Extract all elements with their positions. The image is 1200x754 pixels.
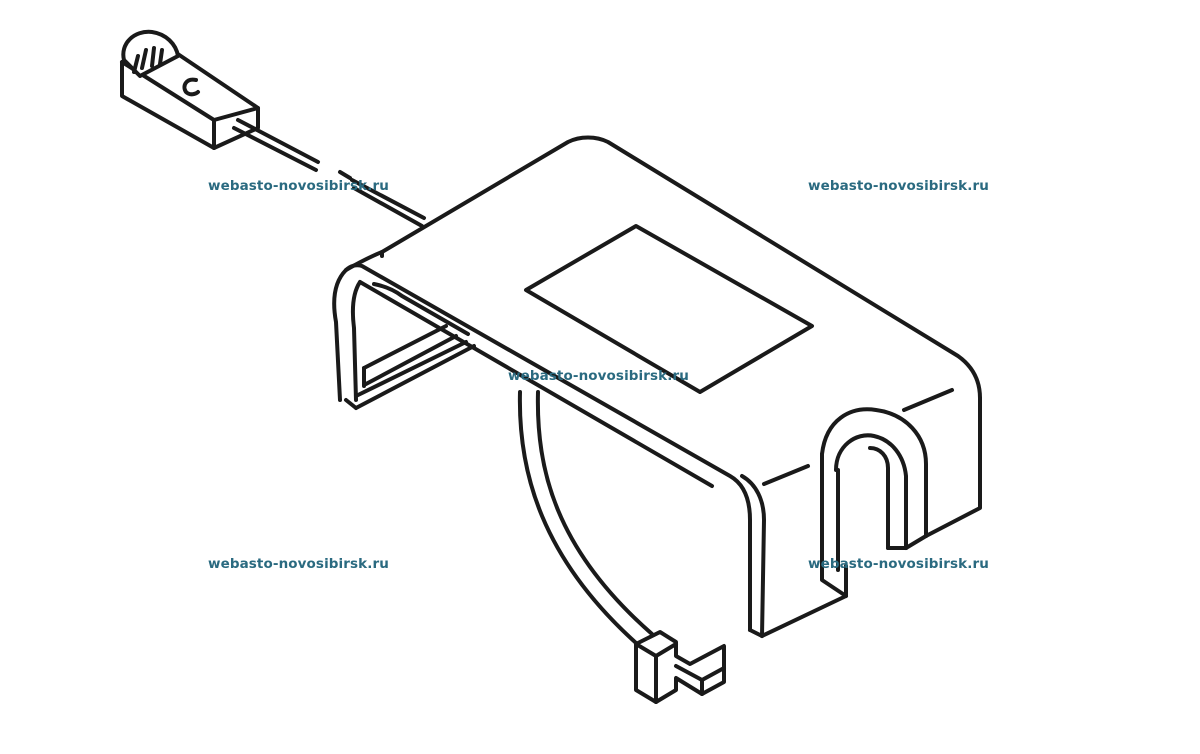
watermark-text: webasto-novosibirsk.ru — [508, 368, 689, 384]
watermark-text: webasto-novosibirsk.ru — [808, 178, 989, 194]
watermark-text: webasto-novosibirsk.ru — [808, 556, 989, 572]
watermark-text: webasto-novosibirsk.ru — [208, 178, 389, 194]
plug-connector — [634, 630, 726, 704]
watermark-text: webasto-novosibirsk.ru — [208, 556, 389, 572]
temperature-sensor — [120, 29, 260, 150]
sensor-housing — [332, 135, 982, 638]
sensor-cable — [232, 118, 426, 228]
connector-cable — [517, 390, 654, 652]
